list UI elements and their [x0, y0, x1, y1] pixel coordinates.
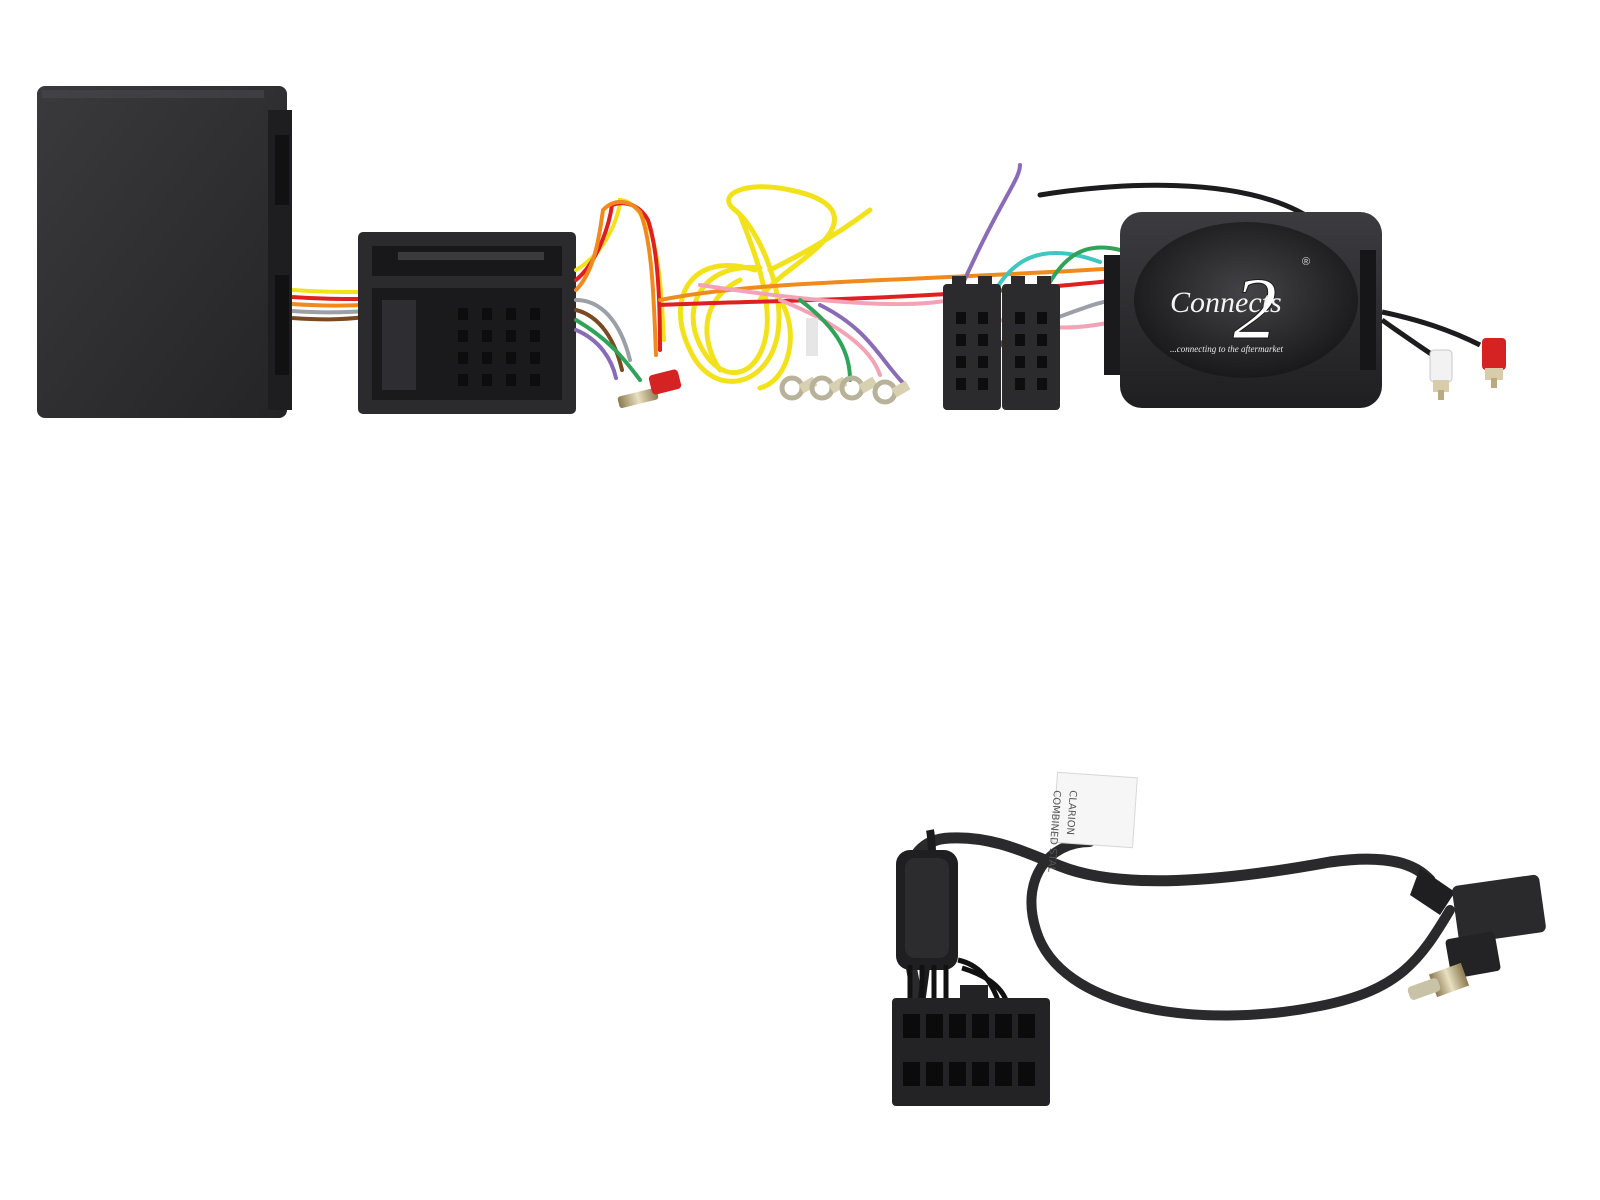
- label-flag: CLARION COMBINED STAL: [1045, 771, 1138, 873]
- logo-tagline: ...connecting to the aftermarket: [1170, 344, 1283, 354]
- rca-plug-red: [1482, 338, 1506, 388]
- iso-connector-left: [943, 276, 1001, 410]
- yellow-wire-coil: [678, 184, 873, 391]
- registered-mark: ®: [1302, 256, 1310, 268]
- logo-numeral: 2: [1233, 261, 1277, 358]
- spade-terminal: [617, 369, 682, 409]
- ring-terminal: [839, 375, 878, 401]
- interface-box: [37, 86, 292, 418]
- ring-terminal: [872, 379, 911, 405]
- logo-wordmark: Connects: [1170, 286, 1282, 319]
- velcro-wrap: [896, 850, 958, 970]
- rca-plugs: [1380, 309, 1506, 400]
- rca-plug-white: [1429, 349, 1453, 400]
- ring-terminals: [779, 318, 911, 405]
- connects2-module: 2 Connects ® ...connecting to the afterm…: [1104, 212, 1382, 408]
- short-wires: [907, 957, 1009, 1002]
- molex-connector: [892, 985, 1050, 1106]
- quadlock-wire-bundle: [574, 197, 666, 382]
- box-wires: [291, 288, 366, 322]
- label-line-1: CLARION: [1064, 790, 1078, 836]
- quadlock-connector: [358, 232, 576, 414]
- logo-badge: [1134, 222, 1358, 378]
- iso-connectors: [943, 276, 1060, 410]
- jack-plug: [1407, 868, 1546, 1000]
- iso-connector-right: [1002, 276, 1060, 410]
- patch-lead: CLARION COMBINED STAL: [892, 771, 1546, 1106]
- cable-tie: [806, 318, 818, 356]
- quadlock-pin-grid: [458, 308, 540, 386]
